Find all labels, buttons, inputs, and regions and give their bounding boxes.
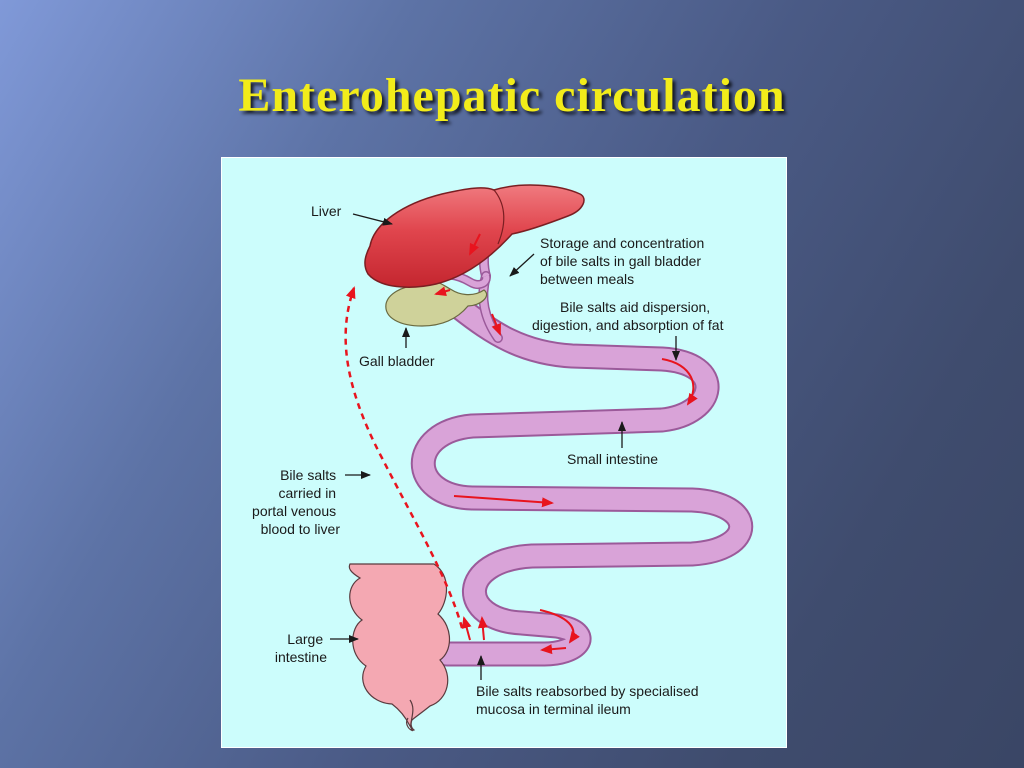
portal-venous-return — [344, 286, 464, 629]
storage-label: Storage and concentration of bile salts … — [540, 235, 708, 287]
large-intestine-label: Large intestine — [275, 631, 327, 665]
pointer-arrows — [330, 213, 680, 680]
liver-label: Liver — [311, 203, 342, 219]
flow-arrows — [434, 233, 698, 655]
reabsorbed-label: Bile salts reabsorbed by specialised muc… — [476, 683, 702, 717]
large-intestine — [348, 563, 451, 732]
dispersion-label: Bile salts aid dispersion, digestion, an… — [532, 299, 724, 333]
small-intestine — [410, 295, 754, 667]
gall-bladder — [385, 281, 488, 327]
small-intestine-label: Small intestine — [567, 451, 658, 467]
slide-title: Enterohepatic circulation — [238, 69, 786, 122]
figure-panel: Liver Gall bladder Storage and concentra… — [221, 157, 787, 748]
liver — [364, 184, 585, 288]
gall-bladder-label: Gall bladder — [359, 353, 435, 369]
enterohepatic-diagram: Liver Gall bladder Storage and concentra… — [252, 184, 754, 732]
portal-venous-label: Bile salts carried in portal venous bloo… — [252, 467, 340, 537]
large-intestine-appendix — [406, 699, 416, 731]
